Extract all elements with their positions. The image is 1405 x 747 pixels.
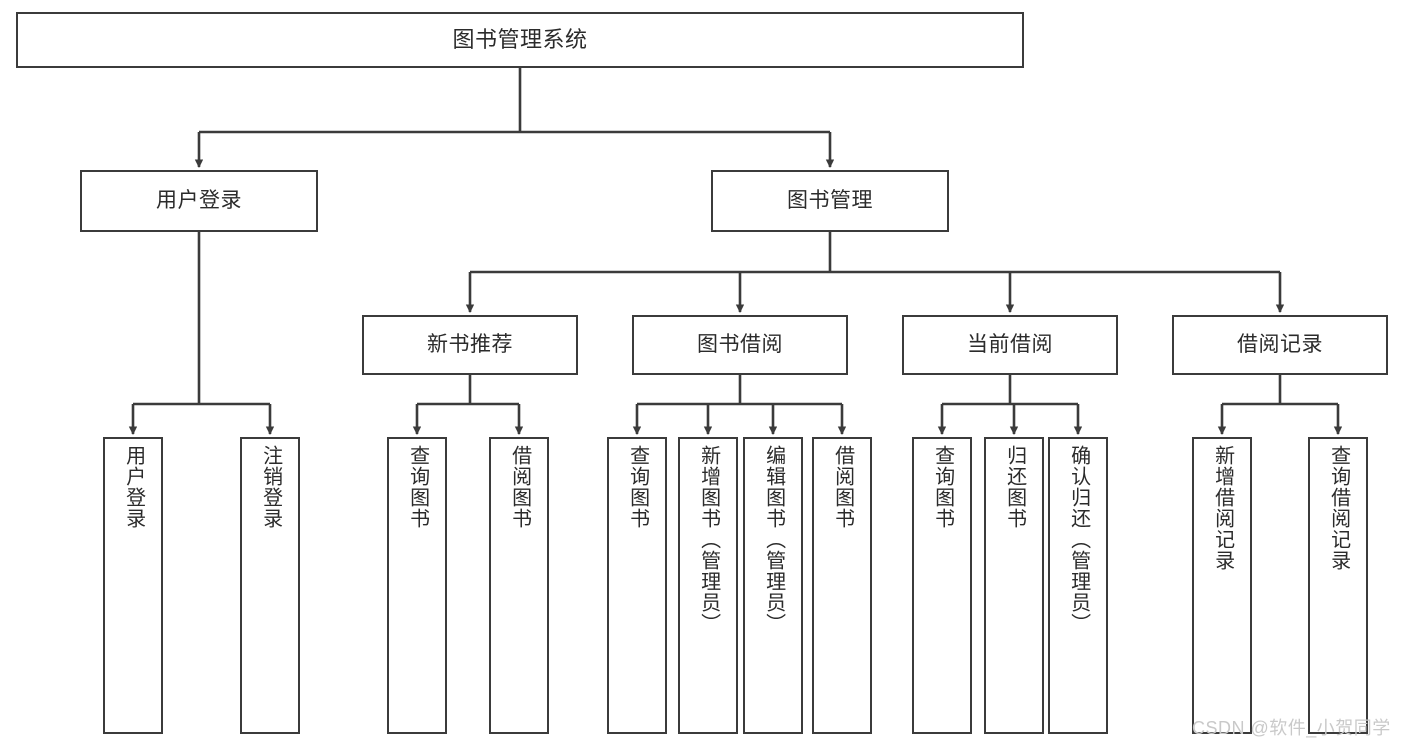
node-leaf-bb-add-book[interactable]: 新增图书（管理员） xyxy=(678,437,738,734)
node-leaf-bb-edit-book[interactable]: 编辑图书（管理员） xyxy=(743,437,803,734)
node-book-borrow-label: 图书借阅 xyxy=(697,333,783,357)
node-leaf-cb-return-book-label: 归还图书 xyxy=(1003,445,1026,529)
node-leaf-nb-borrow-book[interactable]: 借阅图书 xyxy=(489,437,549,734)
node-leaf-nb-borrow-book-label: 借阅图书 xyxy=(508,445,531,529)
node-borrow-record[interactable]: 借阅记录 xyxy=(1172,315,1388,375)
node-leaf-user-login-label: 用户登录 xyxy=(122,445,145,529)
node-book-management[interactable]: 图书管理 xyxy=(711,170,949,232)
node-leaf-br-add-record-label: 新增借阅记录 xyxy=(1211,445,1234,571)
node-leaf-cb-query-book[interactable]: 查询图书 xyxy=(912,437,972,734)
node-root[interactable]: 图书管理系统 xyxy=(16,12,1024,68)
node-leaf-cb-confirm-return[interactable]: 确认归还（管理员） xyxy=(1048,437,1108,734)
node-user-login[interactable]: 用户登录 xyxy=(80,170,318,232)
node-book-management-label: 图书管理 xyxy=(787,189,873,213)
node-current-borrow[interactable]: 当前借阅 xyxy=(902,315,1118,375)
node-user-login-label: 用户登录 xyxy=(156,189,242,213)
node-leaf-bb-query-book[interactable]: 查询图书 xyxy=(607,437,667,734)
node-new-book-recommend-label: 新书推荐 xyxy=(427,333,513,357)
node-leaf-br-query-record-label: 查询借阅记录 xyxy=(1327,445,1350,571)
node-leaf-cb-confirm-return-label: 确认归还（管理员） xyxy=(1067,445,1090,634)
node-leaf-logout-label: 注销登录 xyxy=(259,445,282,529)
node-leaf-bb-borrow-book-label: 借阅图书 xyxy=(831,445,854,529)
node-leaf-logout[interactable]: 注销登录 xyxy=(240,437,300,734)
node-borrow-record-label: 借阅记录 xyxy=(1237,333,1323,357)
node-root-label: 图书管理系统 xyxy=(452,26,588,52)
node-leaf-cb-return-book[interactable]: 归还图书 xyxy=(984,437,1044,734)
node-leaf-bb-edit-book-label: 编辑图书（管理员） xyxy=(762,445,785,634)
node-current-borrow-label: 当前借阅 xyxy=(967,333,1053,357)
node-leaf-cb-query-book-label: 查询图书 xyxy=(931,445,954,529)
node-leaf-nb-query-book[interactable]: 查询图书 xyxy=(387,437,447,734)
node-book-borrow[interactable]: 图书借阅 xyxy=(632,315,848,375)
node-leaf-br-add-record[interactable]: 新增借阅记录 xyxy=(1192,437,1252,734)
node-new-book-recommend[interactable]: 新书推荐 xyxy=(362,315,578,375)
node-leaf-bb-query-book-label: 查询图书 xyxy=(626,445,649,529)
node-leaf-nb-query-book-label: 查询图书 xyxy=(406,445,429,529)
watermark: CSDN @软件_小贺同学 xyxy=(1192,718,1391,738)
node-leaf-user-login[interactable]: 用户登录 xyxy=(103,437,163,734)
node-leaf-bb-borrow-book[interactable]: 借阅图书 xyxy=(812,437,872,734)
node-leaf-br-query-record[interactable]: 查询借阅记录 xyxy=(1308,437,1368,734)
node-leaf-bb-add-book-label: 新增图书（管理员） xyxy=(697,445,720,634)
